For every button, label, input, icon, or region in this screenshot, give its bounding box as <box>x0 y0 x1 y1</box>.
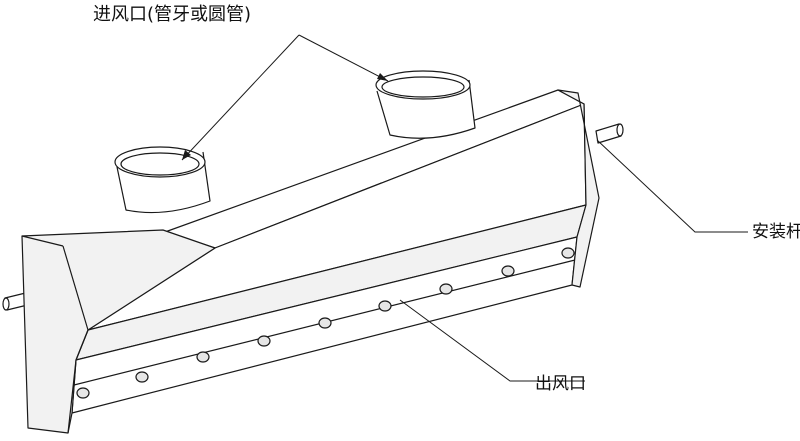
mounting-rod-label: 安装杆 <box>752 222 800 242</box>
left-end-flange <box>21 229 216 434</box>
arrowheads <box>182 73 388 160</box>
outlet-hole <box>196 351 210 363</box>
rod-leader <box>596 139 748 233</box>
outlet-hole <box>318 317 332 329</box>
outlet-leader <box>399 299 585 382</box>
outlet-hole <box>439 283 453 295</box>
outlet-hole <box>135 371 149 383</box>
inlet-leader-right <box>298 34 389 82</box>
outlet-label: 出风口 <box>535 374 586 394</box>
outlet-hole <box>378 300 392 312</box>
inlet-label: 进风口(管牙或圆管) <box>93 4 251 25</box>
outlet-hole <box>561 247 575 259</box>
arrowhead-icon <box>182 150 191 160</box>
right-mounting-rod <box>595 123 624 144</box>
outlet-holes <box>76 247 575 399</box>
leader-lines <box>181 34 748 382</box>
inlet-leader-left <box>181 34 300 161</box>
left-flange-top-edge <box>21 235 64 247</box>
right-inlet-pipe <box>375 70 476 139</box>
outlet-hole <box>76 387 90 399</box>
outlet-hole <box>501 265 515 277</box>
left-inlet-pipe <box>114 146 211 214</box>
left-flange-inner-edge <box>62 245 89 434</box>
outlet-hole <box>257 335 271 347</box>
arrowhead-icon <box>377 73 388 81</box>
right-end-flange <box>557 89 600 288</box>
